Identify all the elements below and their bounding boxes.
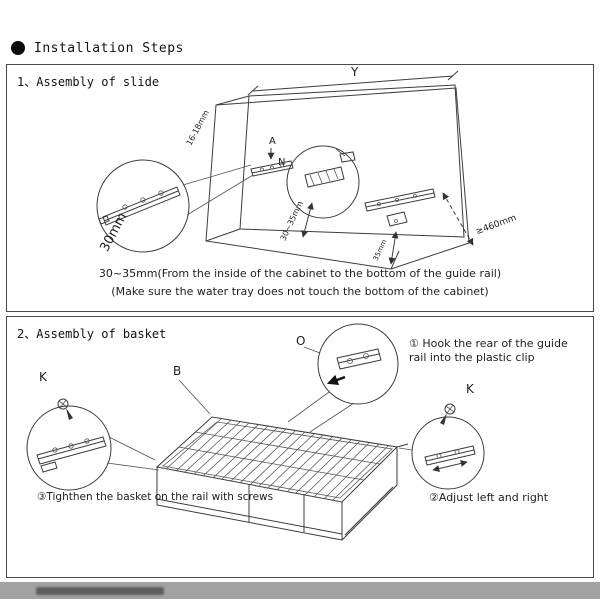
dim-y-label: Y — [350, 65, 359, 79]
step1-note2: (Make sure the water tray does not touch… — [111, 285, 489, 298]
label-b-group: B — [173, 364, 210, 414]
screw-callout-left: K — [27, 370, 159, 490]
step1-panel: 1、Assembly of slide Y 16-18mm — [6, 64, 594, 312]
bullet-icon — [11, 41, 25, 55]
dimension-y: Y — [248, 65, 458, 95]
dimension-35: 35mm — [372, 231, 399, 265]
left-rail-drawing — [251, 161, 293, 176]
left-callout: 30mm — [97, 160, 253, 254]
screw-icon-left — [58, 399, 73, 420]
right-rail-drawing — [365, 189, 435, 226]
footer-bar — [0, 582, 600, 599]
label-k-left: K — [39, 370, 48, 384]
page-title: Installation Steps — [34, 41, 184, 56]
middle-callout — [287, 146, 359, 218]
dim-thickness-label: 16-18mm — [185, 108, 211, 147]
hook-note-line1: ① Hook the rear of the guide — [409, 337, 568, 350]
label-a: A — [269, 136, 276, 147]
label-o-group: O — [296, 334, 320, 353]
dimension-30-35: 30~35mm — [279, 200, 314, 243]
hook-direction-arrow-icon — [326, 374, 345, 386]
dim-30-35-label: 30~35mm — [279, 200, 305, 243]
hook-note-line2: rail into the plastic clip — [409, 351, 535, 364]
step2-adjust-note: ②Adjust left and right — [429, 491, 549, 504]
step1-note1: 30~35mm(From the inside of the cabinet t… — [98, 267, 502, 280]
step2-hook-note: ① Hook the rear of the guide rail into t… — [409, 337, 568, 365]
dimension-min460: ≥460mm — [443, 192, 518, 246]
clip-callout — [288, 324, 398, 432]
basket-drawing — [157, 417, 408, 540]
label-k-right: K — [466, 382, 475, 396]
step2-panel: 2、Assembly of basket — [6, 316, 594, 578]
step1-title: 1、Assembly of slide — [17, 75, 160, 89]
footer-smudge — [36, 587, 164, 595]
rear-clip-drawing — [340, 152, 355, 162]
dim-min460-label: ≥460mm — [475, 213, 518, 237]
slide-assembly-diagram: Y 16-18mm A N — [7, 65, 518, 313]
screw-icon-right — [440, 404, 455, 425]
adjust-callout-right: K — [399, 382, 484, 489]
step2-tighten-note: ③Tighthen the basket on the rail with sc… — [37, 491, 274, 503]
dim-35-label: 35mm — [372, 238, 389, 262]
label-b: B — [173, 364, 181, 378]
left-right-arrow-icon — [432, 460, 468, 472]
dim-30mm-label: 30mm — [97, 210, 130, 254]
basket-assembly-diagram: B O K — [7, 317, 595, 579]
step2-title: 2、Assembly of basket — [17, 327, 167, 341]
label-o: O — [296, 334, 305, 348]
label-a-n: A N — [267, 136, 285, 168]
